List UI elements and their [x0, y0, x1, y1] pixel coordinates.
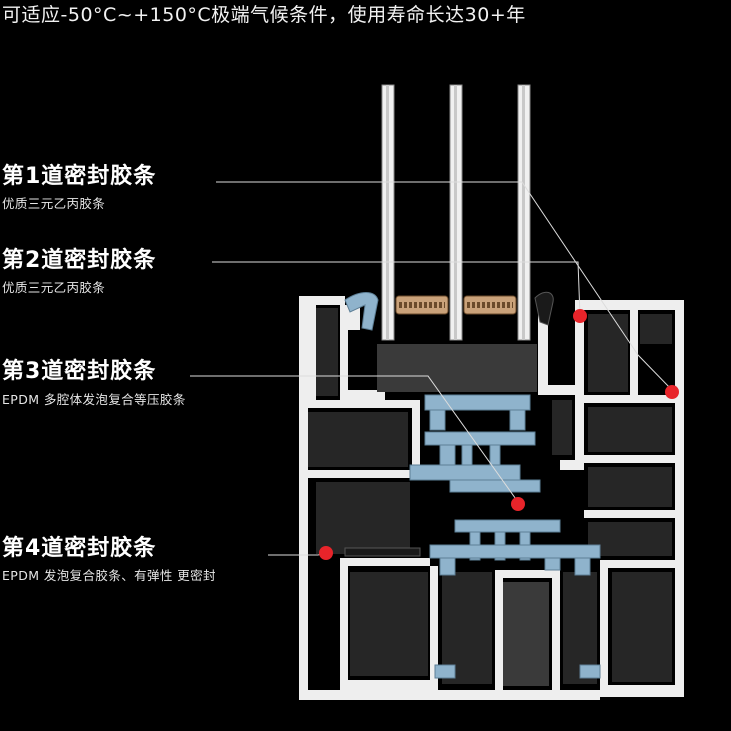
- seal-1-marker: [573, 309, 587, 323]
- triple-glazing: [381, 84, 531, 341]
- seal-2-marker: [665, 385, 679, 399]
- seal-1-desc: 优质三元乙丙胶条: [2, 196, 106, 211]
- glass-spacers: [395, 295, 517, 315]
- seal-markers: [319, 309, 679, 560]
- seal-4-title: 第4道密封胶条: [2, 536, 157, 561]
- seal-3-marker: [511, 497, 525, 511]
- thermal-break-strips: [344, 292, 601, 679]
- seal-2-title: 第2道密封胶条: [2, 248, 157, 273]
- glazing-foam-block: [377, 344, 537, 392]
- seal-3-desc: EPDM 多腔体发泡复合等压胶条: [2, 392, 186, 407]
- aluminium-frame: [299, 296, 684, 700]
- profile-chambers: [308, 308, 672, 684]
- gaskets: [344, 291, 554, 557]
- seal-3-title: 第3道密封胶条: [2, 359, 157, 384]
- bottom-foam-insert: [503, 582, 549, 686]
- seal-4-marker: [319, 546, 333, 560]
- seal-2-desc: 优质三元乙丙胶条: [2, 280, 106, 295]
- header-text: 可适应-50°C~+150°C极端气候条件，使用寿命长达30+年: [2, 4, 526, 26]
- seal-1-title: 第1道密封胶条: [2, 164, 157, 189]
- seal-4-desc: EPDM 发泡复合胶条、有弹性 更密封: [2, 568, 216, 583]
